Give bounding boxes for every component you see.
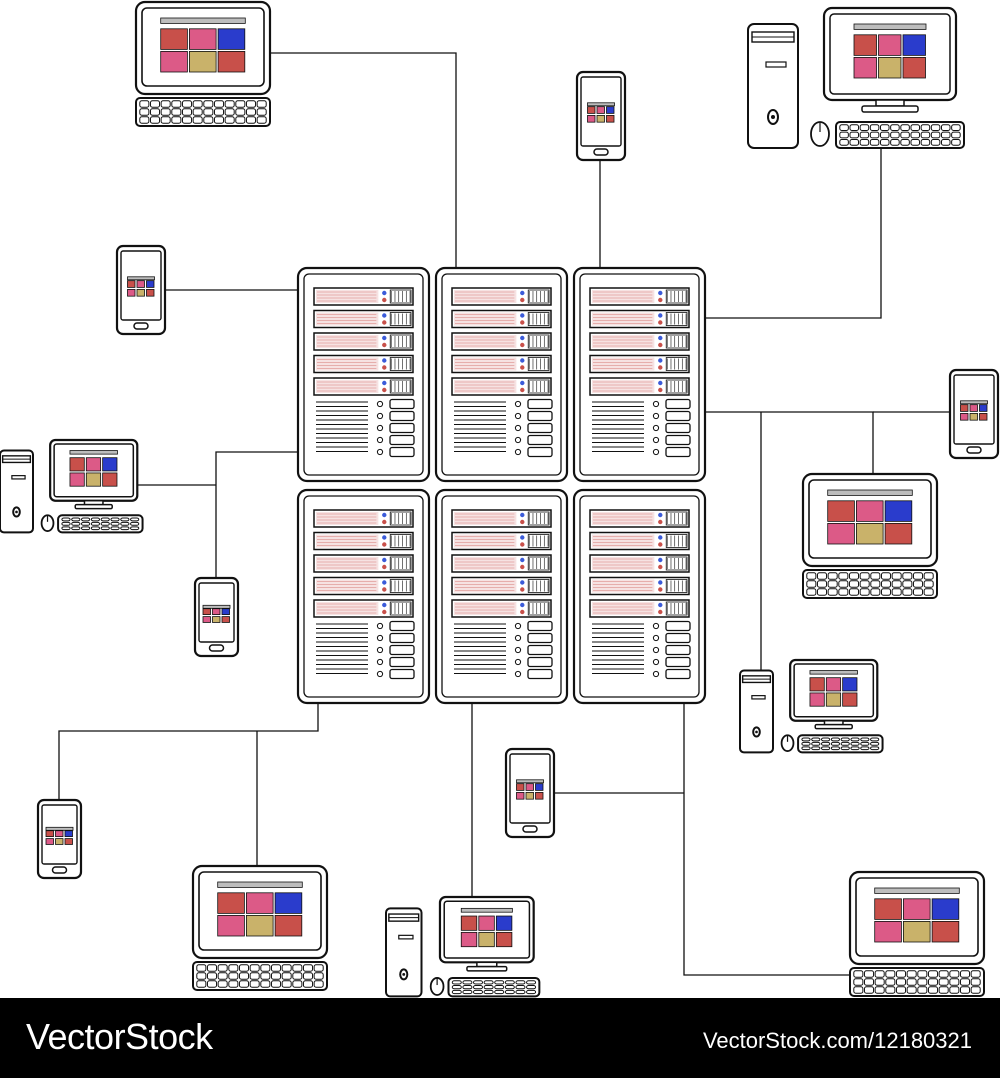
connection-line [58, 703, 319, 800]
device-nodes [0, 0, 1000, 998]
smartphone-icon [36, 798, 83, 880]
desktop-computer-icon [385, 895, 541, 998]
image-reference: VectorStock.com/12180321 [702, 1028, 972, 1053]
smartphone-icon [504, 747, 556, 839]
smartphone-icon [115, 244, 167, 336]
smartphone-icon [948, 368, 1000, 460]
server-rack-icon [296, 488, 431, 705]
smartphone-icon [575, 70, 627, 162]
network-diagram [0, 0, 1000, 998]
laptop-icon [134, 0, 272, 127]
connection-line [683, 703, 850, 976]
desktop-computer-icon [747, 6, 965, 149]
server-rack-icon [434, 266, 569, 483]
connection-line [705, 148, 882, 319]
brand-logo: VectorStock [26, 1016, 213, 1057]
connection-line [705, 411, 874, 473]
watermark-footer: VectorStock VectorStock.com/12180321 [0, 998, 1000, 1078]
server-rack-icon [572, 488, 707, 705]
server-rack-icon [572, 266, 707, 483]
server-rack-icon [434, 488, 569, 705]
laptop-icon [801, 472, 939, 599]
connection-line [215, 451, 298, 578]
desktop-computer-icon [0, 438, 144, 534]
connection-lines [58, 52, 950, 976]
server-rack-icon [296, 266, 431, 483]
laptop-icon [191, 864, 329, 991]
laptop-icon [848, 870, 986, 997]
desktop-computer-icon [739, 658, 884, 754]
smartphone-icon [193, 576, 240, 658]
connection-line [257, 52, 457, 268]
